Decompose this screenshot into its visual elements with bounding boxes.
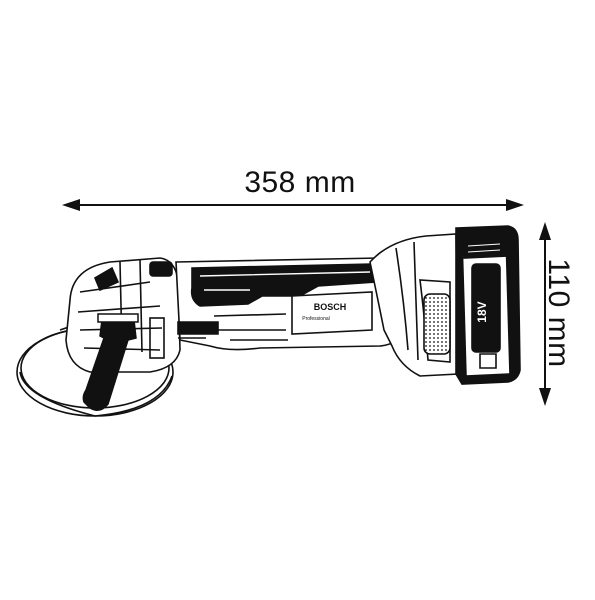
product-line-text: Professional bbox=[302, 316, 330, 322]
length-dimension-line bbox=[62, 199, 524, 211]
rear-handle bbox=[369, 233, 459, 377]
battery-voltage-label: 18V bbox=[475, 301, 489, 322]
length-dimension-label: 358 mm bbox=[244, 166, 356, 199]
side-handle bbox=[82, 313, 139, 411]
right-arrow-icon bbox=[506, 199, 524, 211]
up-arrow-icon bbox=[539, 222, 551, 240]
height-dimension-line bbox=[539, 222, 551, 406]
motor-housing bbox=[175, 257, 411, 351]
down-arrow-icon bbox=[539, 388, 551, 406]
battery-pack bbox=[455, 225, 521, 385]
left-arrow-icon bbox=[62, 199, 80, 211]
height-dimension-label: 110 mm bbox=[542, 258, 575, 368]
brand-logo-text: BOSCH bbox=[314, 302, 347, 312]
